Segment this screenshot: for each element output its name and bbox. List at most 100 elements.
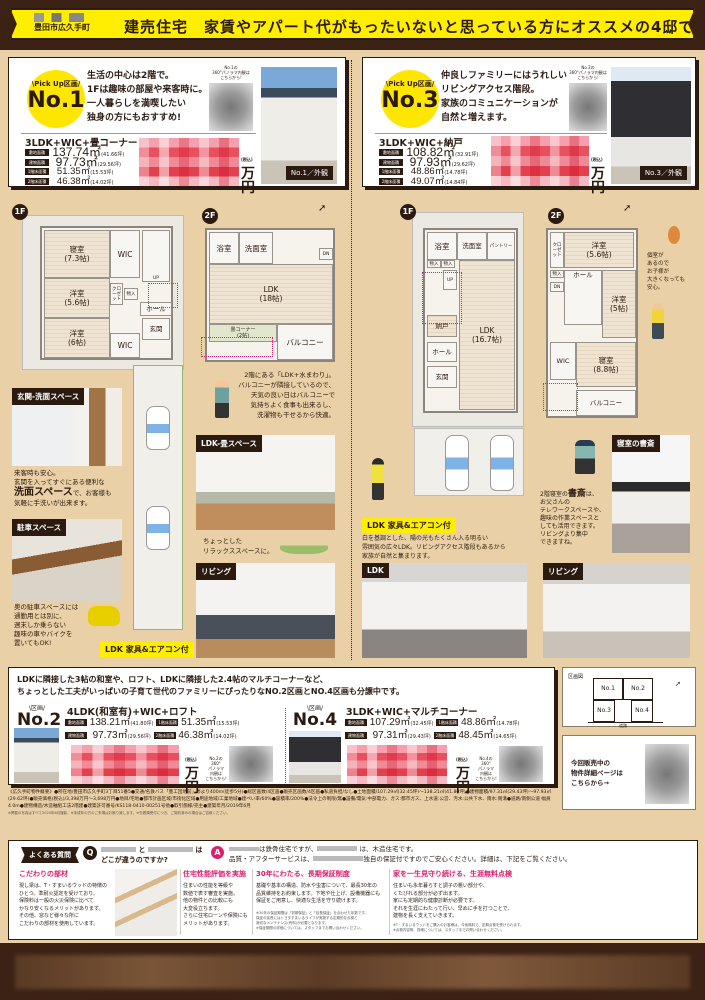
room-storage: 物入 [550, 270, 564, 278]
room-entrance: 玄関 [427, 366, 457, 388]
headline-banner: 豊田市広久手町 建売住宅 家賃やアパート代がもったいないと思っている方にオススメ… [10, 8, 695, 40]
divider [389, 869, 390, 935]
pixelated-price [347, 745, 447, 784]
room-closet: クローゼット [110, 283, 123, 305]
spec-value: 46.38㎡ [56, 176, 91, 187]
lot-label: \区画/ [306, 705, 324, 712]
floor-1f-badge: 1F [400, 204, 416, 220]
spec-row: 1階床面積 51.35㎡(15.53坪) [25, 167, 124, 177]
details-qr-code[interactable] [645, 744, 689, 804]
spec-value: 46.38㎡ [178, 730, 214, 741]
floor-2f-badge: 2F [202, 208, 218, 224]
site-lot-4: No.4 [631, 700, 653, 722]
photo-exposed-beams [115, 869, 177, 936]
spec-tsubo: (14.78坪) [496, 721, 520, 727]
details-link-text[interactable]: 今回販売中の 物件詳細ページは こちらから→ [571, 759, 623, 787]
no4-badge: \区画/No.4 [291, 703, 339, 729]
location-label: 豊田市広久手町 [34, 13, 90, 33]
relaxing-person-illustration [280, 540, 328, 554]
no4-layout: 3LDK+WIC+マルチコーナー [346, 707, 478, 718]
room-bath: 浴室 [427, 232, 457, 260]
faq-column-title: 家を一生見守り続ける、生涯無料点検 [393, 870, 512, 878]
no2-exterior-photo [14, 728, 59, 783]
blurred-text [317, 846, 358, 851]
spec-row: 2階床面積 49.07㎡(14.84坪) [379, 177, 478, 187]
spec-row: 建物面積 97.73㎡(29.56坪) 2階床面積 46.38㎡(14.02坪) [65, 730, 239, 743]
spec-tsubo: (15.53坪) [216, 721, 240, 727]
panorama-qr-code[interactable] [499, 746, 543, 782]
caption-text: 2階寝室の [540, 491, 568, 498]
stairs-down: DN [319, 248, 333, 260]
faq-column-title: こだわりの部材 [19, 870, 68, 878]
spec-tsubo: (14.02坪) [90, 180, 114, 186]
location-text: 豊田市広久手町 [34, 23, 90, 32]
car-icon [490, 435, 514, 491]
spec-key: 2階床面積 [25, 177, 49, 185]
divider [252, 869, 253, 935]
overview-note: ※掲載の写真はすべて2020年6月撮影。※未成年の方のご来場はお断り致します。※… [8, 811, 230, 815]
spec-key: 2階床面積 [379, 177, 403, 185]
faq-answer: は鉄骨住宅ですが、 は、木造住宅です。品質・アフターサービスは、独自の保証付です… [229, 844, 571, 864]
photo-label: リビング [543, 563, 583, 580]
spec-key: 2階床面積 [433, 731, 456, 739]
answer-icon: A [211, 846, 224, 859]
spec-tsubo: (14.78坪) [444, 170, 468, 176]
price-unit: (税込)万円 [456, 753, 470, 795]
tatami-caption: ちょっとした リラックススペースに。 [203, 537, 274, 555]
room-storage: 物入 [427, 260, 441, 268]
caption-emphasis: 書斎 [567, 489, 586, 499]
room-wic: WIC [550, 342, 576, 380]
panorama-qr-code[interactable] [569, 83, 607, 131]
question-icon: Q [83, 846, 97, 860]
room-washroom: 洗面室 [457, 232, 487, 260]
panorama-note: No.4の 360° パノラマ 内観は こちらから! [475, 756, 497, 781]
spec-value: 48.86㎡ [461, 717, 497, 728]
spec-row: 敷地面積 138.21㎡(41.80坪) 1階床面積 51.35㎡(15.53坪… [65, 717, 239, 730]
no3-2f-plan: クローゼット 洋室 (5.6帖) 物入 DN ホール 洋室 (5帖) WIC 寝… [546, 228, 638, 418]
no1-specs: 敷地面積 137.74㎡(41.66坪) 建物面積 97.73㎡(29.56坪)… [25, 146, 124, 187]
spec-value: 51.35㎡ [56, 166, 91, 177]
stairs-up: UP [443, 270, 457, 290]
panorama-qr-code[interactable] [229, 746, 273, 782]
room-ldk: LDK (18帖) [209, 264, 333, 324]
no2-specs: 敷地面積 138.21㎡(41.80坪) 1階床面積 51.35㎡(15.53坪… [65, 717, 239, 743]
compass-icon: ➚ [318, 203, 327, 214]
answer-text: 品質・アフターサービスは、 [229, 855, 314, 863]
study-caption: 2階寝室の書斎は、 お父さんの テレワークスペースや、 趣味の作業スペースと し… [540, 490, 605, 547]
highlight-washbasin [148, 283, 178, 308]
no1-2f-plan: 浴室 洗面室 DN LDK (18帖) 畳コーナー (2帖) バルコニー [205, 228, 335, 362]
spec-key: 2階床面積 [153, 731, 176, 739]
faq-column-text: 住まいも永年暮らすと調子の悪い部分や、 くたびれる部分が必ず出ます。 家にも定期… [393, 883, 513, 919]
details-link-box[interactable]: 今回販売中の 物件詳細ページは こちらから→ [562, 735, 696, 810]
room-washroom: 洗面室 [239, 232, 273, 264]
other-lots-headline: LDKに隣接した3帖の和室や、ロフト、LDKに隣接した2.4帖のマルチコーナーな… [17, 675, 405, 696]
panorama-qr-code[interactable] [209, 83, 253, 131]
spec-key: 1階床面積 [379, 167, 403, 175]
faq-column-text: 住まいの性能を等級や 数値で表す審査を実施。 他の物件との比較にも 大変役立ちま… [183, 883, 248, 927]
highlight-stairs [422, 272, 462, 324]
spec-value: 49.07㎡ [410, 176, 445, 187]
lot-number: No.2 [17, 710, 62, 730]
entrance-caption: 来客時も安心。 玄関を入ってすぐにある便利な洗面スペースで、お客様も 気軽に手洗… [14, 469, 132, 508]
spec-key: 敷地面積 [65, 718, 87, 726]
tax-label: (税込) [185, 757, 197, 762]
character-illustration [668, 226, 680, 244]
room-storage: 物入 [441, 260, 455, 268]
price-unit-text: 万円 [185, 766, 199, 796]
overview-block: 《広久手町物件概要》●所在地/豊田市広久手町3丁目51番5●交通/名鉄バス「豊工… [8, 789, 556, 816]
lot-number: No.3 [381, 88, 439, 113]
spec-value: 97.31㎡ [372, 730, 408, 741]
spec-tsubo: (41.80坪) [130, 721, 154, 727]
no4-specs: 敷地面積 107.29㎡(32.45坪) 1階床面積 48.86㎡(14.78坪… [345, 717, 519, 743]
faq-column-title: 住宅性能評価を実施 [183, 870, 246, 878]
spec-row: 敷地面積 137.74㎡(41.66坪) [25, 146, 124, 158]
pixelated-price [71, 745, 179, 784]
room-western: 洋室 (5帖) [602, 270, 636, 338]
pixelated-price [139, 138, 239, 186]
person-illustration [372, 458, 384, 500]
tax-label: (税込) [591, 157, 603, 162]
person-illustration [575, 440, 595, 474]
floor-2f-badge: 2F [548, 208, 564, 224]
pick-label: \Pick Up区画/ [31, 80, 81, 88]
no3-description: 仲良しファミリーにはうれしい リビングアクセス階段。 家族のコミュニケーションが… [441, 71, 568, 123]
